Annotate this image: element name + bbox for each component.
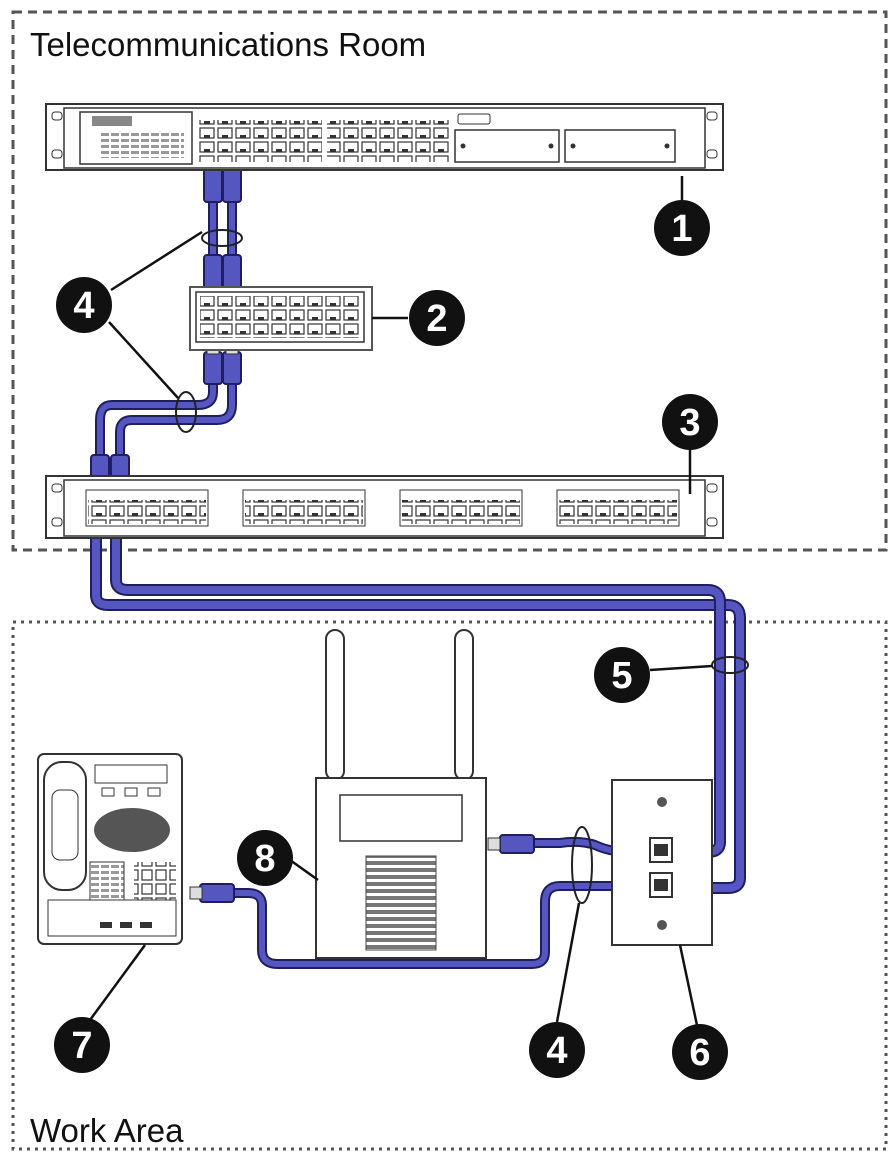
svg-text:5: 5 [611,655,632,697]
cable-ties [175,229,749,904]
rj45-plug-icon [189,883,235,903]
horizontal-cables [90,534,746,894]
patch-cord-outlet-to-phone [223,881,633,969]
callout-patch-cord-lower: 4 [529,1022,585,1078]
cable-tie-upper [201,229,243,247]
svg-text:2: 2 [426,298,447,340]
cable-tie-horizontal [711,656,749,674]
callout-wall-outlet: 6 [672,1024,728,1080]
leader-lines [88,176,713,1031]
work-area-border [11,620,888,1151]
callout-patch-panel-rack: 3 [662,394,718,450]
work-area-zone: Work Area [11,620,888,1151]
work-area-title: Work Area [30,1112,184,1149]
callout-patch-panel-small: 2 [409,290,465,346]
svg-text:6: 6 [689,1032,710,1074]
cable-tie-middle [175,391,197,433]
callout-switch: 1 [654,200,710,256]
telecom-room-title: Telecommunications Room [30,26,426,63]
network-switch-icon [45,103,724,171]
callout-patch-cord-upper: 4 [56,277,112,333]
svg-text:4: 4 [73,285,94,327]
telecom-room-zone: Telecommunications Room [11,10,888,552]
rack-patch-panel-icon [45,475,724,539]
callout-ip-phone: 7 [54,1017,110,1073]
svg-text:8: 8 [254,838,275,880]
telecom-room-border [11,10,888,552]
svg-text:4: 4 [546,1030,567,1072]
callout-horizontal-cable: 5 [594,647,650,703]
patch-panel-icon [189,286,373,351]
patch-cord-panel-to-rack [95,345,237,475]
callout-wireless-access-point: 8 [237,830,293,886]
cable-tie-lower [571,826,593,904]
rj45-plug-icon [222,345,242,385]
rj45-plug-icon [487,834,535,854]
wall-plate-icon [611,779,713,946]
svg-text:7: 7 [71,1025,92,1067]
rj45-plug-icon [203,345,223,385]
access-point-icon [315,629,487,959]
svg-text:1: 1 [671,208,692,250]
svg-text:3: 3 [679,402,700,444]
ip-phone-icon [37,753,183,945]
